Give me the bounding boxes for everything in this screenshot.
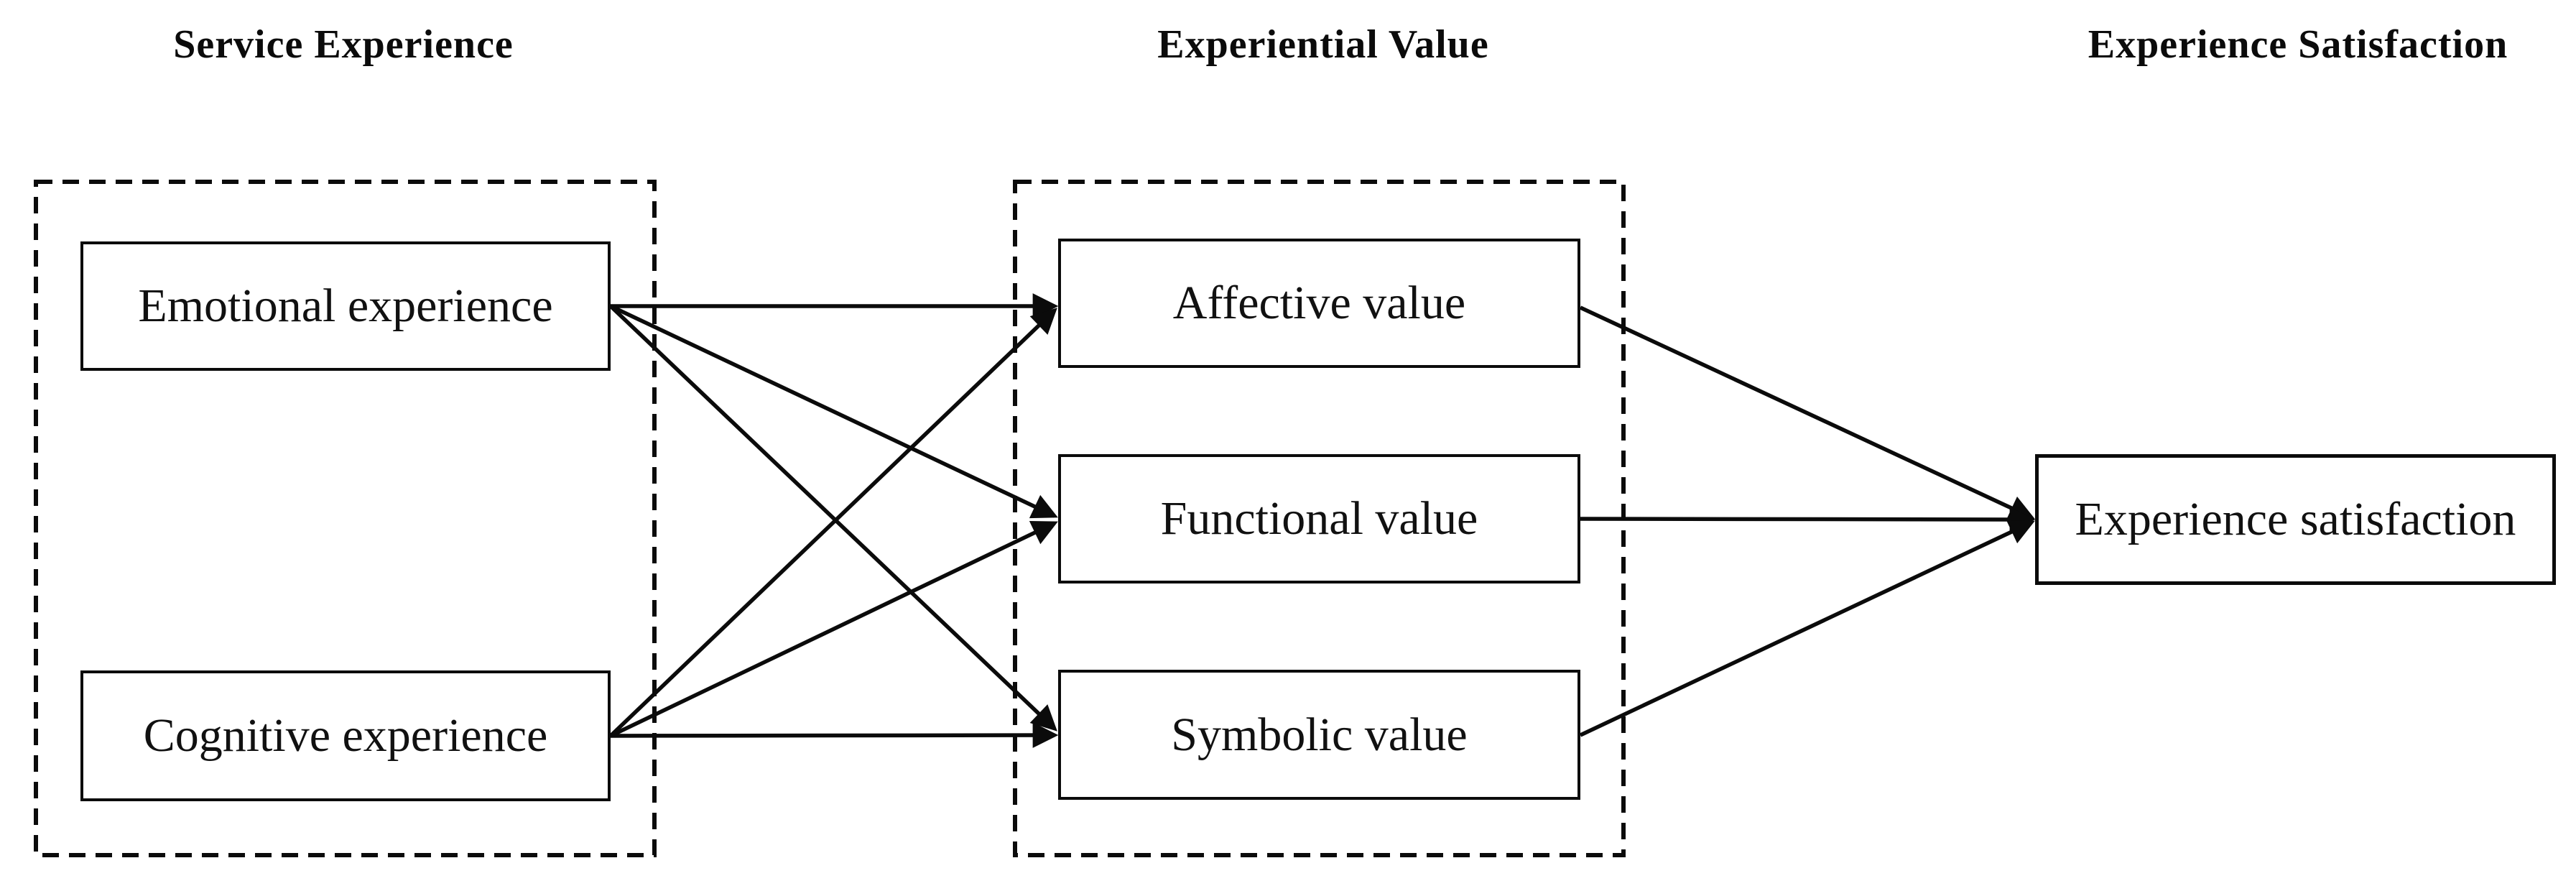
arrow-affective-to-satisfaction (1579, 305, 2035, 520)
arrow-emotional-to-symbolic (609, 305, 1057, 732)
node-emotional-experience: Emotional experience (80, 241, 611, 371)
arrow-cognitive-to-affective (609, 308, 1057, 737)
arrow-cognitive-to-symbolic (610, 722, 1059, 748)
arrow-symbolic-to-satisfaction (1579, 520, 2035, 737)
arrow-emotional-to-functional (609, 304, 1058, 519)
column-header-experiential-value: Experiential Value (1157, 22, 1489, 67)
node-functional-value: Functional value (1058, 454, 1580, 584)
arrow-cognitive-to-functional (609, 521, 1058, 738)
arrow-functional-to-satisfaction (1580, 507, 2036, 532)
column-header-experience-satisfaction: Experience Satisfaction (2088, 22, 2508, 67)
node-symbolic-value: Symbolic value (1058, 670, 1580, 800)
node-experience-satisfaction: Experience satisfaction (2035, 454, 2556, 585)
column-header-service-experience: Service Experience (173, 22, 514, 67)
node-affective-value: Affective value (1058, 239, 1580, 368)
node-cognitive-experience: Cognitive experience (80, 670, 611, 801)
